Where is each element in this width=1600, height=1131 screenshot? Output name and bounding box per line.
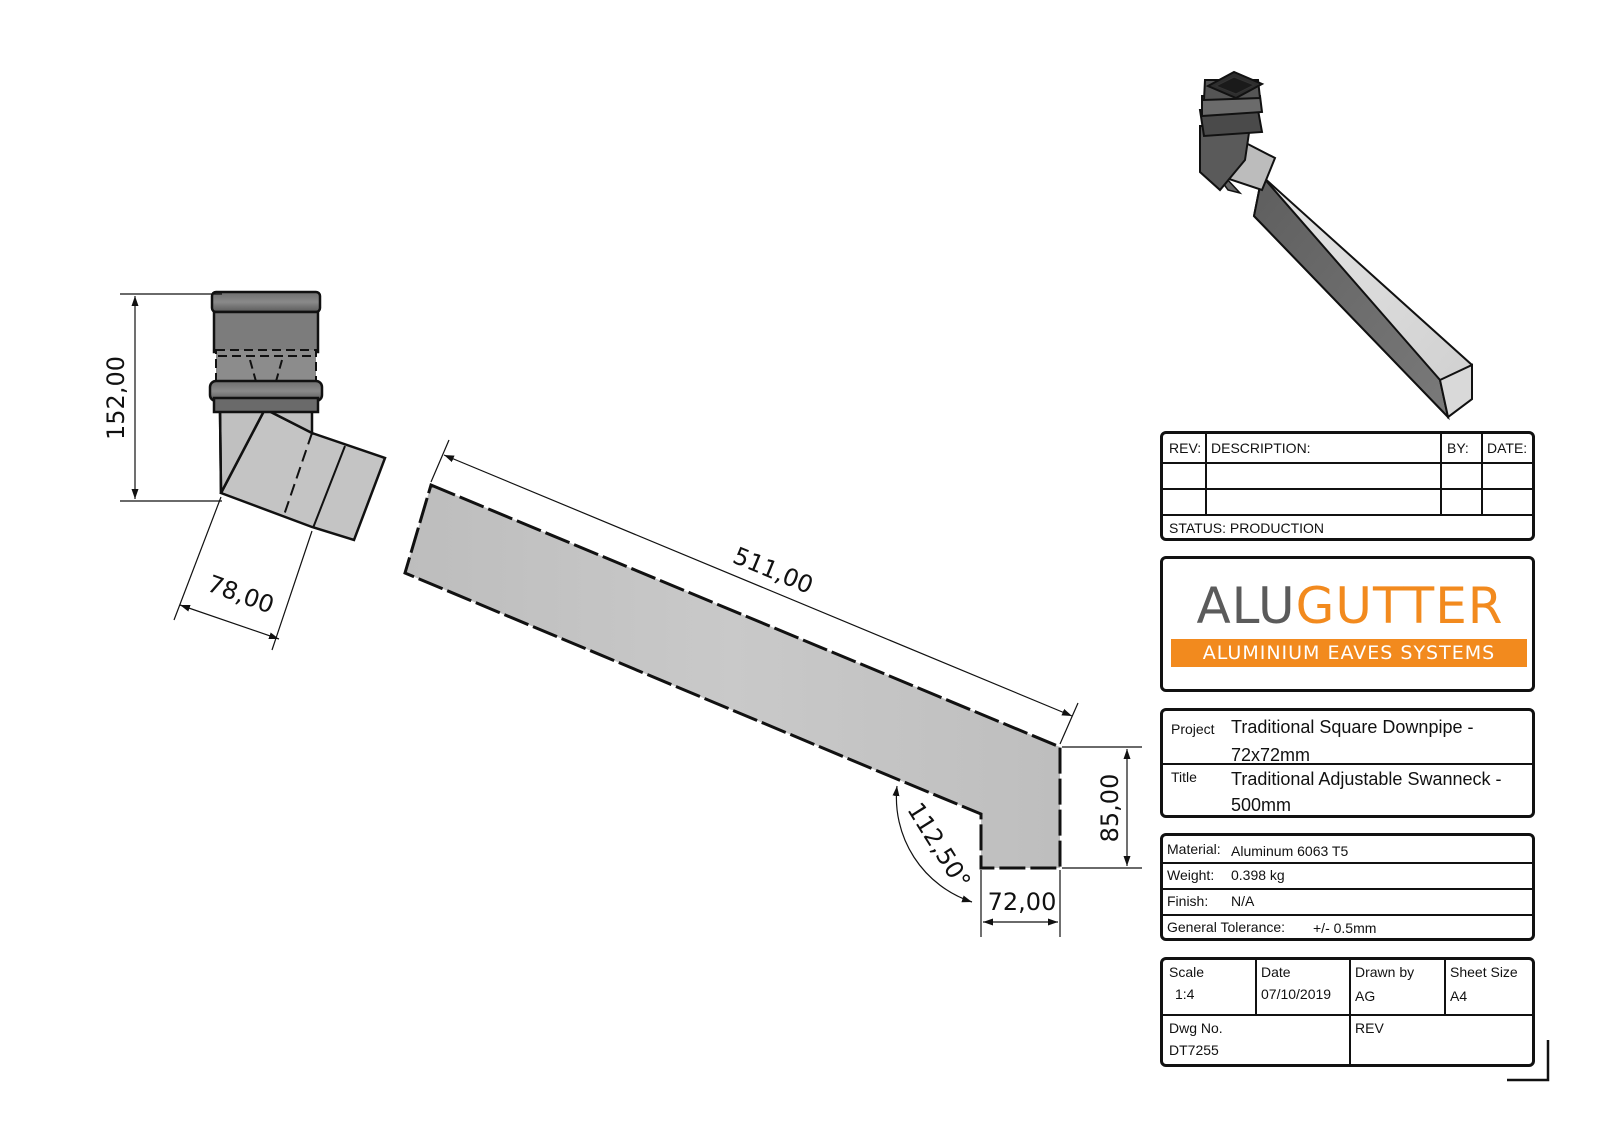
divider: [1163, 1014, 1532, 1016]
description-header: DESCRIPTION:: [1211, 440, 1311, 456]
divider: [1163, 462, 1532, 464]
isometric-view: [1198, 70, 1473, 421]
logo-alu-text: ALU: [1196, 577, 1296, 635]
dim-offset-height-label: 85,00: [1096, 774, 1124, 843]
material-value: Aluminum 6063 T5: [1231, 843, 1349, 859]
downpipe-section: [403, 482, 1062, 870]
divider: [1349, 960, 1351, 1067]
sheet-info-box: Scale 1:4 Date 07/10/2019 Drawn by AG Sh…: [1160, 957, 1535, 1067]
logo-tagline-bar: ALUMINIUM EAVES SYSTEMS: [1171, 639, 1527, 667]
swanneck-socket: [208, 290, 387, 542]
date-header: DATE:: [1487, 440, 1528, 456]
rev-header: REV:: [1169, 440, 1202, 456]
company-logo-box: ALUGUTTER ALUMINIUM EAVES SYSTEMS: [1160, 556, 1535, 692]
weight-value: 0.398 kg: [1231, 867, 1285, 883]
sheet-size-value: A4: [1450, 988, 1468, 1004]
dwg-no-value: DT7255: [1169, 1042, 1219, 1058]
divider: [1163, 763, 1532, 765]
divider: [1440, 434, 1442, 514]
divider: [1481, 434, 1483, 514]
project-label: Project: [1171, 721, 1215, 737]
material-box: Material: Aluminum 6063 T5 Weight: 0.398…: [1160, 833, 1535, 941]
date-value: 07/10/2019: [1261, 986, 1332, 1002]
weight-label: Weight:: [1167, 867, 1215, 883]
by-header: BY:: [1447, 440, 1469, 456]
rev-label: REV: [1355, 1020, 1384, 1036]
scale-label: Scale: [1169, 964, 1205, 980]
dim-pipe-length-label: 511,00: [729, 542, 817, 600]
logo-gutter-text: GUTTER: [1295, 577, 1504, 635]
tolerance-value: +/- 0.5mm: [1313, 920, 1377, 936]
status-text: STATUS: PRODUCTION: [1169, 520, 1325, 536]
dim-outlet-width-label: 78,00: [204, 570, 278, 620]
dim-outlet-end-width-label: 72,00: [988, 888, 1057, 916]
project-title-box: Project Traditional Square Downpipe - 72…: [1160, 708, 1535, 818]
divider: [1163, 888, 1532, 890]
divider: [1163, 514, 1532, 516]
frame-corner-mark: [1507, 1040, 1550, 1082]
title-label: Title: [1171, 769, 1197, 785]
date-label: Date: [1261, 964, 1291, 980]
divider: [1163, 862, 1532, 864]
dim-angle-label: 112,50°: [901, 798, 976, 894]
logo-tagline: ALUMINIUM EAVES SYSTEMS: [1202, 642, 1496, 664]
project-value-line2: 72x72mm: [1231, 745, 1311, 761]
dim-height-total-label: 152,00: [102, 356, 130, 440]
dimension-72: 72,00: [980, 870, 1061, 937]
material-label: Material:: [1167, 841, 1221, 857]
dimension-152: 152,00: [102, 293, 222, 502]
drawn-by-label: Drawn by: [1355, 964, 1415, 980]
divider: [1205, 434, 1207, 514]
title-value-line1: Traditional Adjustable Swanneck -: [1231, 769, 1502, 789]
tolerance-label: General Tolerance:: [1167, 919, 1286, 935]
finish-label: Finish:: [1167, 893, 1209, 909]
finish-value: N/A: [1231, 893, 1255, 909]
project-value-line1: Traditional Square Downpipe -: [1231, 717, 1474, 737]
divider: [1163, 914, 1532, 916]
revision-table: REV: DESCRIPTION: BY: DATE: STATUS: PROD…: [1160, 431, 1535, 541]
divider: [1255, 960, 1257, 1014]
dimension-85: 85,00: [1062, 746, 1142, 869]
company-logo: ALUGUTTER: [1169, 577, 1531, 635]
dwg-no-label: Dwg No.: [1169, 1020, 1223, 1036]
divider: [1444, 960, 1446, 1014]
drawn-by-value: AG: [1355, 988, 1376, 1004]
sheet-size-label: Sheet Size: [1450, 964, 1518, 980]
divider: [1163, 488, 1532, 490]
scale-value: 1:4: [1175, 986, 1195, 1002]
title-value-line2: 500mm: [1231, 795, 1292, 815]
